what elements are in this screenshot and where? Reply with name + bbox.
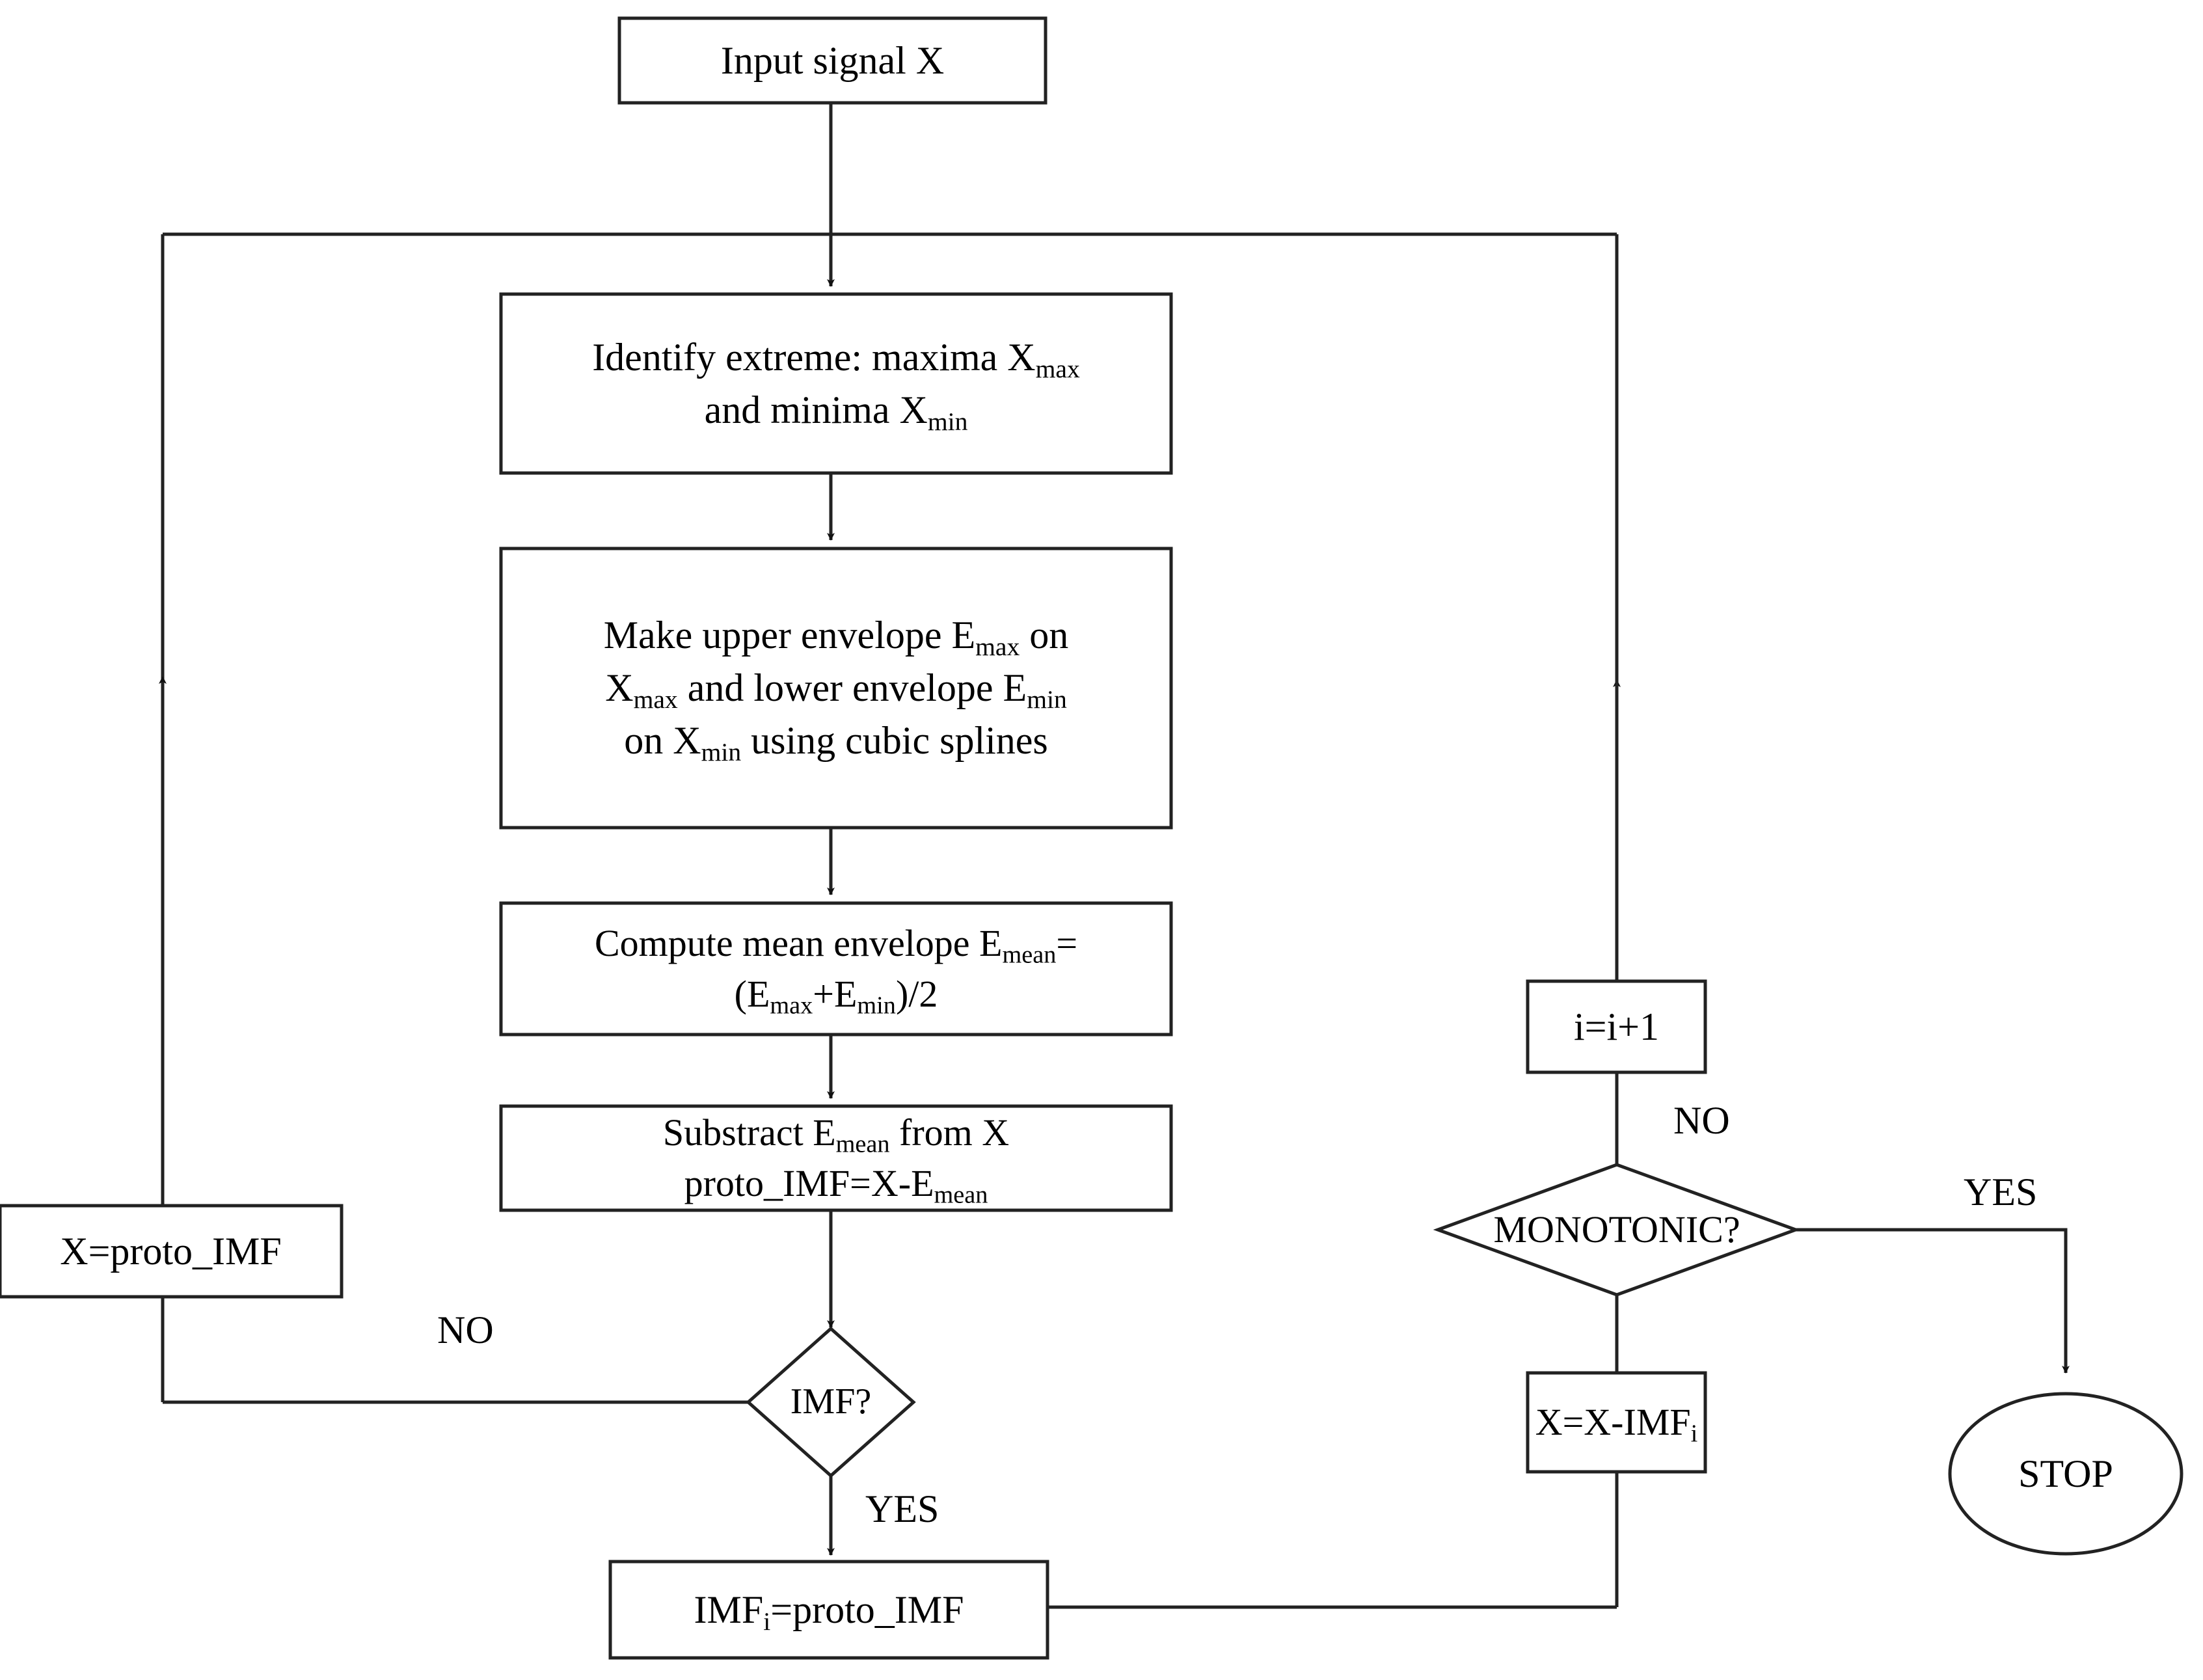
edge-label-monotonic-no: NO xyxy=(1673,1099,1730,1142)
edge-monotonic-yes xyxy=(1796,1228,2070,1374)
node-monotonic-decision-shape xyxy=(1433,1163,1801,1297)
node-make-envelope-shape xyxy=(499,547,1173,830)
node-identify-extreme-shape xyxy=(499,292,1173,475)
node-x-proto-imf-shape xyxy=(0,1204,344,1299)
node-substract-shape xyxy=(499,1104,1173,1212)
node-stop-shape xyxy=(1948,1392,2183,1556)
edge-label-imf-no: NO xyxy=(437,1308,494,1351)
node-imf-decision-shape xyxy=(746,1326,916,1478)
node-input-signal-shape xyxy=(617,16,1047,105)
edge-label-monotonic-yes: YES xyxy=(1964,1171,2038,1213)
node-x-minus-imf-shape xyxy=(1526,1371,1707,1474)
node-i-increment-shape xyxy=(1526,979,1707,1074)
node-imf-i-assign-shape xyxy=(608,1560,1049,1660)
node-mean-envelope-shape xyxy=(499,901,1173,1036)
edge-label-imf-yes: YES xyxy=(865,1487,939,1530)
